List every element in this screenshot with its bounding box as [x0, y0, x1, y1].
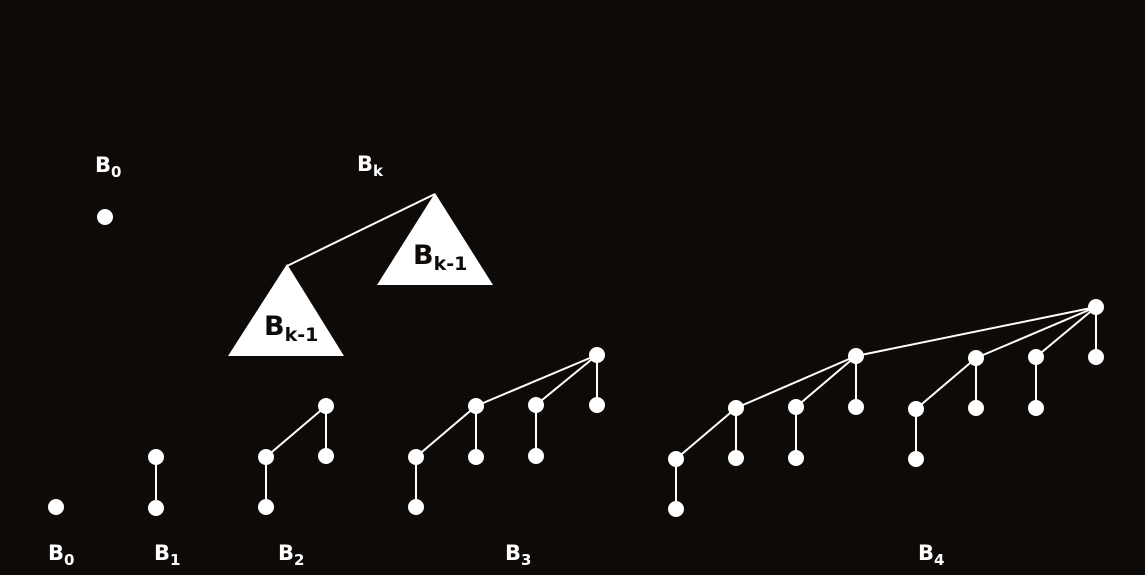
- tree-b0-label: B0: [48, 541, 74, 569]
- tree-edge: [735, 355, 857, 409]
- tree-node: [908, 451, 924, 467]
- tree-b0: B0: [48, 499, 74, 569]
- tree-edge: [975, 306, 1097, 359]
- tree-b4-label: B4: [918, 541, 944, 569]
- tree-b3: B3: [408, 347, 605, 569]
- definition-b0: B0: [95, 153, 121, 225]
- tree-node: [528, 448, 544, 464]
- tree-node: [908, 401, 924, 417]
- tree-node: [788, 450, 804, 466]
- definition-link-edge: [286, 193, 436, 267]
- tree-edge: [535, 354, 598, 406]
- tree-node: [848, 348, 864, 364]
- subtree-right-triangle: [377, 193, 493, 285]
- tree-node: [668, 501, 684, 517]
- definition-b0-node: [97, 209, 113, 225]
- tree-node: [1088, 349, 1104, 365]
- tree-edge: [855, 306, 1097, 357]
- subtree-left-triangle: [228, 264, 344, 356]
- subtree-left-label: Bk-1: [264, 311, 318, 346]
- tree-node: [318, 398, 334, 414]
- tree-edge: [795, 355, 857, 408]
- tree-node: [468, 398, 484, 414]
- tree-node: [1088, 299, 1104, 315]
- tree-node: [528, 397, 544, 413]
- tree-b3-label: B3: [505, 541, 531, 569]
- tree-node: [848, 399, 864, 415]
- tree-edge: [675, 407, 737, 460]
- tree-node: [408, 449, 424, 465]
- tree-b2-label: B2: [278, 541, 304, 569]
- tree-edge: [1035, 306, 1097, 358]
- tree-node: [318, 448, 334, 464]
- tree-node: [968, 400, 984, 416]
- definition-bk: Bk Bk-1 Bk-1: [228, 152, 493, 356]
- tree-node: [148, 449, 164, 465]
- tree-node: [728, 400, 744, 416]
- tree-node: [589, 347, 605, 363]
- tree-edge: [415, 405, 477, 458]
- tree-node: [258, 449, 274, 465]
- tree-b1: B1: [148, 449, 180, 569]
- tree-b4: B4: [668, 299, 1104, 569]
- tree-b2: B2: [258, 398, 334, 569]
- tree-node: [728, 450, 744, 466]
- tree-node: [1028, 349, 1044, 365]
- tree-node: [788, 399, 804, 415]
- tree-node: [48, 499, 64, 515]
- tree-edge: [475, 354, 598, 407]
- tree-node: [148, 500, 164, 516]
- definition-bk-label: Bk: [357, 152, 384, 180]
- tree-edge: [265, 405, 327, 458]
- tree-node: [408, 499, 424, 515]
- subtree-right-label: Bk-1: [413, 240, 467, 275]
- tree-node: [668, 451, 684, 467]
- definition-b0-label: B0: [95, 153, 121, 181]
- tree-node: [968, 350, 984, 366]
- tree-b1-label: B1: [154, 541, 180, 569]
- tree-node: [1028, 400, 1044, 416]
- tree-node: [258, 499, 274, 515]
- tree-edge: [915, 357, 977, 410]
- tree-node: [468, 449, 484, 465]
- tree-node: [589, 397, 605, 413]
